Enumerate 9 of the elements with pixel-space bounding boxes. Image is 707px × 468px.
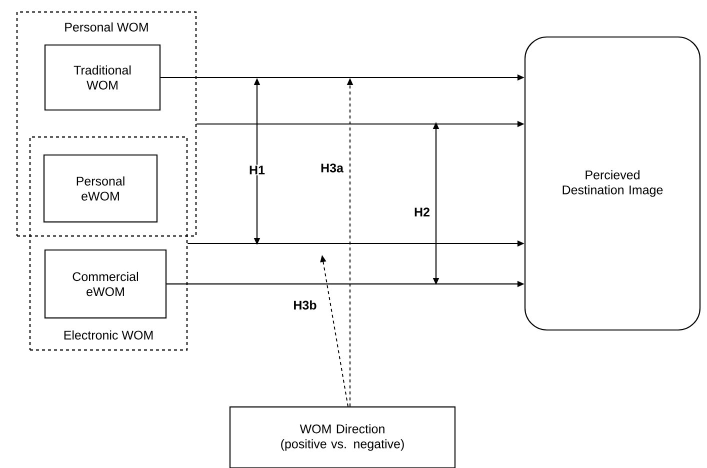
edge-label: H3b: [292, 299, 318, 311]
concept-box: Personal eWOM: [43, 154, 158, 223]
concept-box: WOM Direction (positive vs. negative): [229, 406, 456, 468]
edge-label: H3a: [320, 162, 344, 174]
concept-box: Traditional WOM: [44, 44, 161, 111]
outcome-box: Percieved Destination Image: [524, 36, 701, 331]
hypothesis-label: H1: [248, 164, 266, 176]
concept-box: Commercial eWOM: [44, 249, 167, 319]
hypothesis-label: H2: [413, 206, 431, 218]
